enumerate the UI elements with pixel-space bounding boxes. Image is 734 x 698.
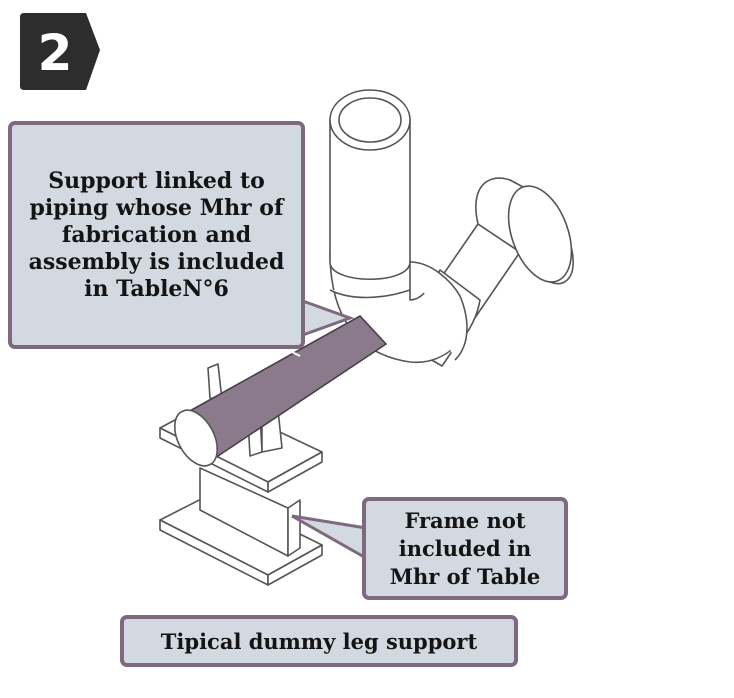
pipe-vertical (329, 89, 411, 281)
frame-i-beam (159, 467, 323, 586)
callout-frame-not-included: Frame not included in Mhr of Table (362, 497, 568, 600)
callout-frame-line: Frame not (404, 507, 526, 533)
dummy-leg-highlight (173, 314, 388, 467)
callout-support-line: Support linked to (48, 167, 265, 194)
step-badge-shape (20, 13, 100, 90)
callout-support-line: piping whose Mhr of (29, 194, 284, 221)
callout-support-line: in TableN°6 (84, 275, 229, 302)
step-badge: 2 (21, 13, 101, 93)
callout-frame-line: included in (398, 535, 532, 561)
callout-frame-line: Mhr of Table (389, 563, 541, 589)
callout-support-linked: Support linked to piping whose Mhr of fa… (8, 121, 305, 349)
figure-caption-text: Tipical dummy leg support (160, 628, 478, 654)
figure-caption: Tipical dummy leg support (120, 615, 518, 667)
callout-support-line: fabrication and (61, 221, 252, 248)
callout-frame-text: Frame not included in Mhr of Table (390, 507, 541, 591)
callout-support-text: Support linked to piping whose Mhr of fa… (29, 168, 285, 303)
callout-support-line: assembly is included (28, 248, 285, 275)
step-number: 2 (37, 24, 73, 82)
